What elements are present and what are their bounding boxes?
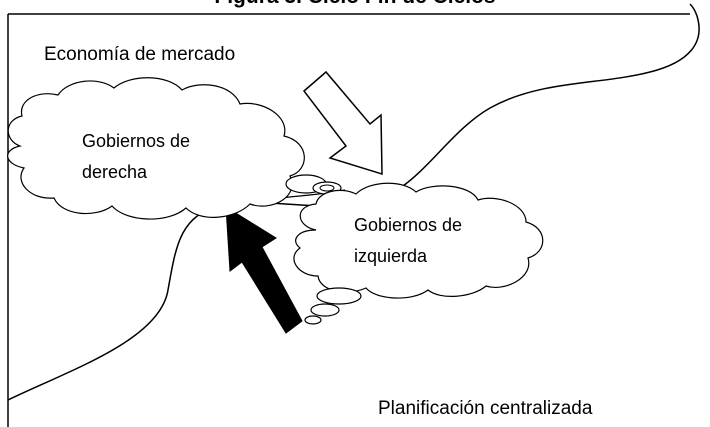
cloud-left-govts-line1: Gobiernos de xyxy=(354,215,463,235)
planning-arrow xyxy=(225,206,303,334)
market-arrow xyxy=(302,70,383,176)
bubble-right-3 xyxy=(319,184,335,192)
cloud-right-govts-line1: Gobiernos de xyxy=(82,131,191,151)
cloud-left-govts xyxy=(293,182,544,299)
bubble-left-1 xyxy=(316,287,362,305)
bubble-left-2 xyxy=(310,303,340,317)
bubble-left-3 xyxy=(304,315,322,325)
label-market-economy: Economía de mercado xyxy=(44,44,236,65)
cloud-left-govts-line2: izquierda xyxy=(354,246,428,266)
cloud-right-govts-text: Gobiernos de derecha xyxy=(82,126,190,188)
label-central-planning: Planificación centralizada xyxy=(378,398,593,419)
figure-title: Figura 3. Ciclo Fin de Ciclos xyxy=(0,0,710,9)
cloud-right-govts xyxy=(7,77,305,220)
cloud-right-govts-line2: derecha xyxy=(82,162,148,182)
cloud-left-govts-text: Gobiernos de izquierda xyxy=(354,210,462,272)
